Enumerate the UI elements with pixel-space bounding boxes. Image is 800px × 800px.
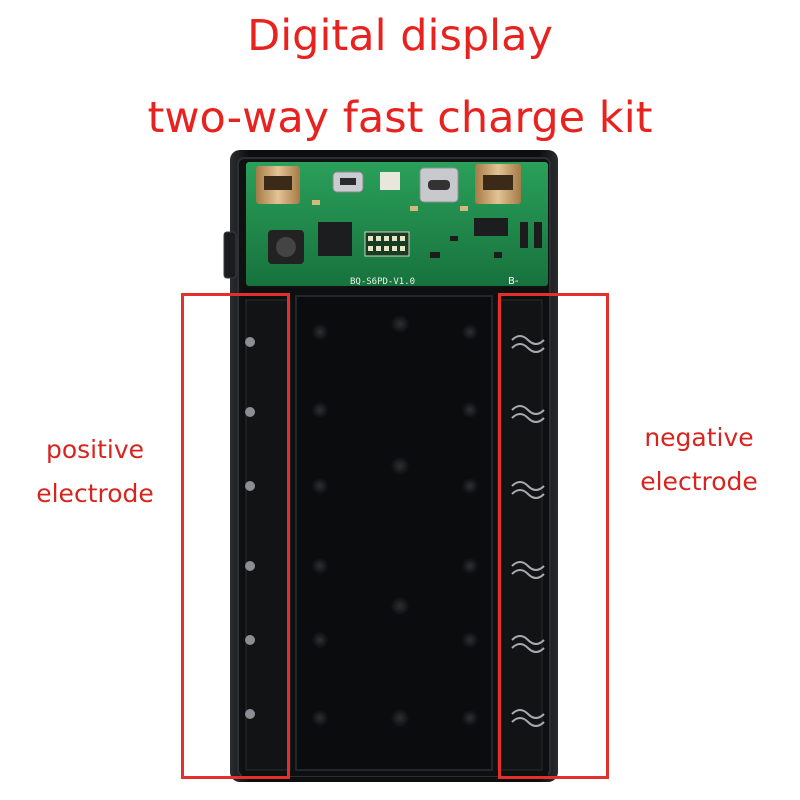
- positive-label-line-1: positive: [45, 435, 145, 464]
- pcb-board: BQ-S6PD-V1.0 B-: [246, 162, 548, 287]
- negative-electrode-label: negative electrode: [624, 416, 774, 504]
- positive-electrode-label: positive electrode: [20, 428, 170, 516]
- title-line-2: two-way fast charge kit: [147, 93, 653, 143]
- main-ic: [318, 222, 352, 256]
- side-button: [223, 231, 237, 279]
- negative-label-line-1: negative: [644, 423, 754, 452]
- positive-electrode-highlight: [181, 293, 290, 779]
- negative-springs: [511, 335, 545, 727]
- mounting-holes: [312, 315, 478, 727]
- secondary-ic: [474, 218, 508, 236]
- negative-label-line-2: electrode: [640, 467, 758, 496]
- positive-contacts: [245, 337, 255, 719]
- title-line-1: Digital display: [247, 11, 553, 61]
- pcb-b-minus-text: B-: [508, 276, 519, 287]
- negative-electrode-highlight: [498, 293, 609, 779]
- pcb-model-text: BQ-S6PD-V1.0: [350, 277, 415, 287]
- positive-label-line-2: electrode: [36, 479, 154, 508]
- battery-tray: [242, 288, 548, 776]
